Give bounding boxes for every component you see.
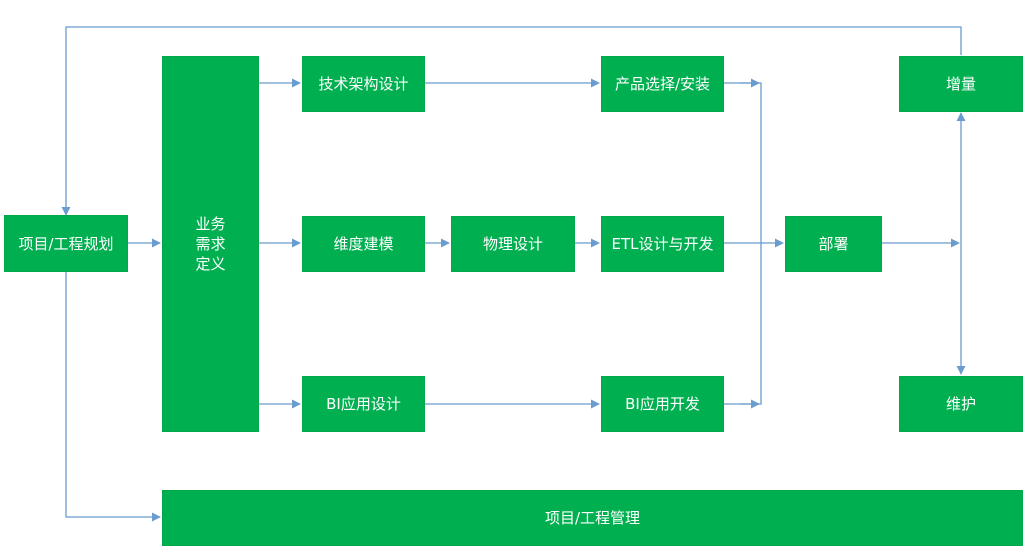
physical-design-box[interactable]: 物理设计	[451, 216, 575, 272]
bi-app-development-box[interactable]: BI应用开发	[601, 376, 724, 432]
connector-growth-to-planning	[61, 26, 962, 216]
bi-app-design-box[interactable]: BI应用设计	[302, 376, 425, 432]
bi-app-design-label: BI应用设计	[326, 395, 401, 413]
product-selection-box[interactable]: 产品选择/安装	[601, 56, 724, 112]
product-selection-label: 产品选择/安装	[614, 75, 711, 93]
deployment-box[interactable]: 部署	[785, 216, 882, 272]
project-planning-box[interactable]: 项目/工程规划	[4, 215, 128, 272]
bi-app-development-label: BI应用开发	[625, 395, 700, 413]
growth-label: 增量	[945, 75, 976, 93]
tech-architecture-label: 技术架构设计	[318, 75, 409, 93]
tech-architecture-box[interactable]: 技术架构设计	[302, 56, 425, 112]
project-planning-label: 项目/工程规划	[18, 234, 114, 253]
business-requirements-box[interactable]: 业务 需求 定义	[162, 56, 259, 432]
project-management-label: 项目/工程管理	[544, 509, 641, 527]
maintenance-label: 维护	[945, 395, 976, 413]
maintenance-box[interactable]: 维护	[899, 376, 1023, 432]
etl-design-label: ETL设计与开发	[611, 235, 714, 253]
project-management-box[interactable]: 项目/工程管理	[162, 490, 1023, 546]
dimensional-modeling-box[interactable]: 维度建模	[302, 216, 425, 272]
deployment-label: 部署	[818, 235, 849, 253]
business-requirements-label: 业务 需求 定义	[195, 215, 226, 273]
physical-design-label: 物理设计	[482, 235, 543, 253]
growth-box[interactable]: 增量	[899, 56, 1023, 112]
etl-design-box[interactable]: ETL设计与开发	[601, 216, 724, 272]
connector-planning-to-management	[65, 272, 161, 522]
dimensional-modeling-label: 维度建模	[333, 235, 394, 253]
